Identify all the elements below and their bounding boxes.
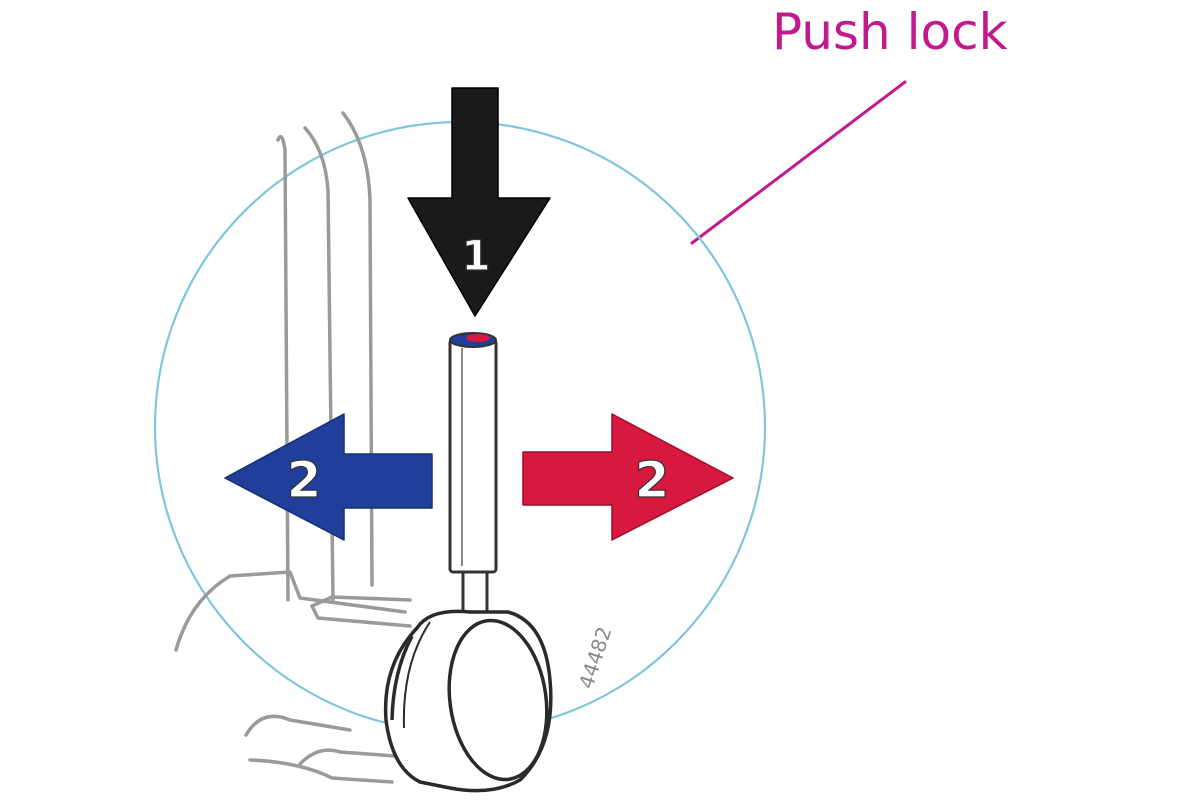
callout-leader-line [690,80,907,245]
frame-outline [174,111,412,784]
caster-wheel [383,609,553,793]
press-arrow [407,87,551,317]
part-number: 44482 [574,624,616,692]
pull-right-arrow [522,413,734,541]
pull-left-arrow [224,413,433,541]
push-lock-pin [448,332,498,614]
step-1-label: 1 [461,231,490,280]
step-2-right-label: 2 [635,451,670,509]
callout-label: Push lock [772,3,1008,61]
step-2-left-label: 2 [287,451,322,509]
